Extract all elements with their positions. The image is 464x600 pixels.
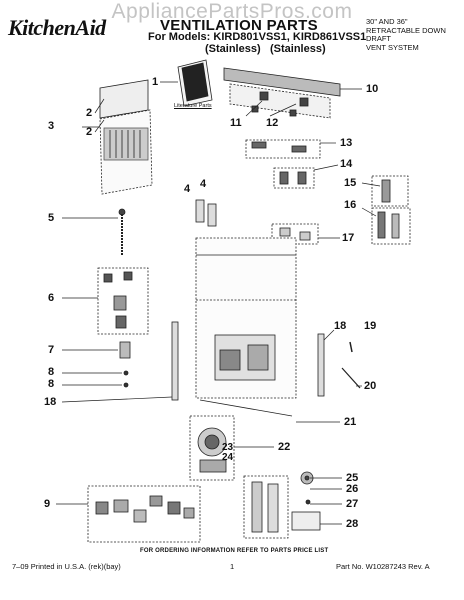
callout-7: 7 [48, 344, 55, 356]
chain-5 [118, 208, 126, 256]
callout-8b: 8 [48, 378, 55, 390]
callout-9: 9 [44, 498, 51, 510]
callout-12: 12 [266, 117, 279, 129]
callout-23: 23 [222, 442, 234, 453]
top-trim-bar [223, 67, 341, 119]
part-17 [271, 223, 319, 245]
literature-booklet [177, 59, 213, 107]
bracket-13 [245, 139, 321, 159]
part-9-group [87, 485, 201, 543]
blower-22 [189, 415, 235, 481]
part-14 [273, 167, 315, 189]
part-4 [195, 199, 217, 227]
callout-17: 17 [342, 232, 355, 244]
stainless-label-1: (Stainless) [205, 43, 261, 55]
callout-16: 16 [344, 199, 357, 211]
callout-22: 22 [278, 441, 291, 453]
side-rails [171, 321, 325, 401]
leader-lines [56, 81, 381, 525]
callout-27: 27 [346, 498, 359, 510]
callout-2a: 2 [86, 107, 93, 119]
models-line: For Models: KIRD801VSS1, KIRD861VSS1 [148, 31, 367, 43]
callout-1: 1 [152, 76, 159, 88]
callout-4a: 4 [184, 183, 191, 195]
system-line-3: VENT SYSTEM [366, 42, 419, 52]
callout-13: 13 [340, 137, 353, 149]
callout-3: 3 [48, 120, 55, 132]
callout-25: 25 [346, 472, 359, 484]
brand-logo: KitchenAid [8, 15, 106, 40]
callout-11: 11 [230, 117, 242, 129]
callout-2b: 2 [86, 126, 93, 138]
callout-21: 21 [344, 416, 357, 428]
part-25-28 [243, 471, 321, 539]
callout-18b: 18 [44, 396, 57, 408]
callout-20: 20 [364, 380, 377, 392]
system-description: 30" AND 36" RETRACTABLE DOWN DRAFT VENT … [366, 17, 462, 52]
callout-4b: 4 [200, 178, 207, 190]
page-number: 1 [230, 562, 235, 571]
system-line-2: RETRACTABLE DOWN DRAFT [366, 25, 446, 43]
callout-19: 19 [364, 320, 377, 332]
callout-28: 28 [346, 518, 359, 530]
part-6-group [97, 267, 149, 335]
callout-26: 26 [346, 483, 359, 495]
callout-5: 5 [48, 212, 55, 224]
callout-8a: 8 [48, 366, 55, 378]
part-15-16 [371, 175, 411, 245]
part-19-20 [341, 341, 361, 389]
print-info: 7–09 Printed in U.S.A. (rek)(bay) [12, 562, 121, 571]
callout-18a: 18 [334, 320, 347, 332]
callout-14: 14 [340, 158, 353, 170]
ordering-info: FOR ORDERING INFORMATION REFER TO PARTS … [140, 548, 329, 554]
callout-15: 15 [344, 177, 357, 189]
system-line-1: 30" AND 36" [366, 17, 408, 26]
part-number: Part No. W10287243 Rev. A [336, 562, 430, 571]
page-title: VENTILATION PARTS [160, 17, 318, 34]
main-chassis [195, 237, 297, 417]
stainless-label-2: (Stainless) [270, 43, 326, 55]
callout-24: 24 [222, 452, 234, 463]
front-panel [99, 79, 153, 195]
literature-parts-label: Literature Parts [174, 103, 212, 109]
part-7-8 [119, 341, 131, 388]
callout-6: 6 [48, 292, 55, 304]
callout-10: 10 [366, 83, 379, 95]
watermark: AppliancePartsPros.com [111, 0, 353, 23]
